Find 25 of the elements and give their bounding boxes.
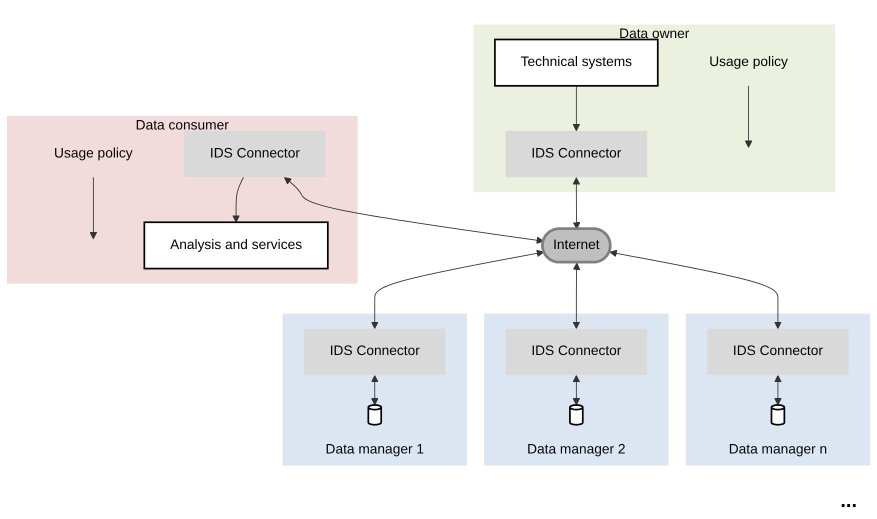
arrow xyxy=(572,262,580,329)
node-box: Technical systems xyxy=(494,38,659,87)
arrow xyxy=(572,85,580,132)
arrow xyxy=(284,177,544,244)
arrow xyxy=(609,250,782,329)
node-box: Analysis and services xyxy=(143,221,329,270)
node-box: IDS Connector xyxy=(184,130,326,178)
node-box: IDS Connector xyxy=(707,328,849,375)
node-cylinder xyxy=(770,404,786,426)
node-box: IDS Connector xyxy=(506,130,648,178)
arrow xyxy=(572,374,580,406)
node-cylinder xyxy=(569,404,584,426)
arrow xyxy=(572,177,580,230)
node-text: Usage policy xyxy=(54,146,133,161)
node-box: IDS Connector xyxy=(506,328,648,375)
ellipsis-text: ... xyxy=(840,490,857,512)
arrow xyxy=(370,250,544,329)
arrow xyxy=(232,176,244,223)
arrow xyxy=(774,374,782,406)
arrow xyxy=(90,176,98,240)
node-text: Usage policy xyxy=(709,54,788,70)
arrow xyxy=(744,85,752,148)
node-cylinder xyxy=(367,404,382,426)
arrow xyxy=(370,374,379,406)
node-box: IDS Connector xyxy=(304,328,446,375)
